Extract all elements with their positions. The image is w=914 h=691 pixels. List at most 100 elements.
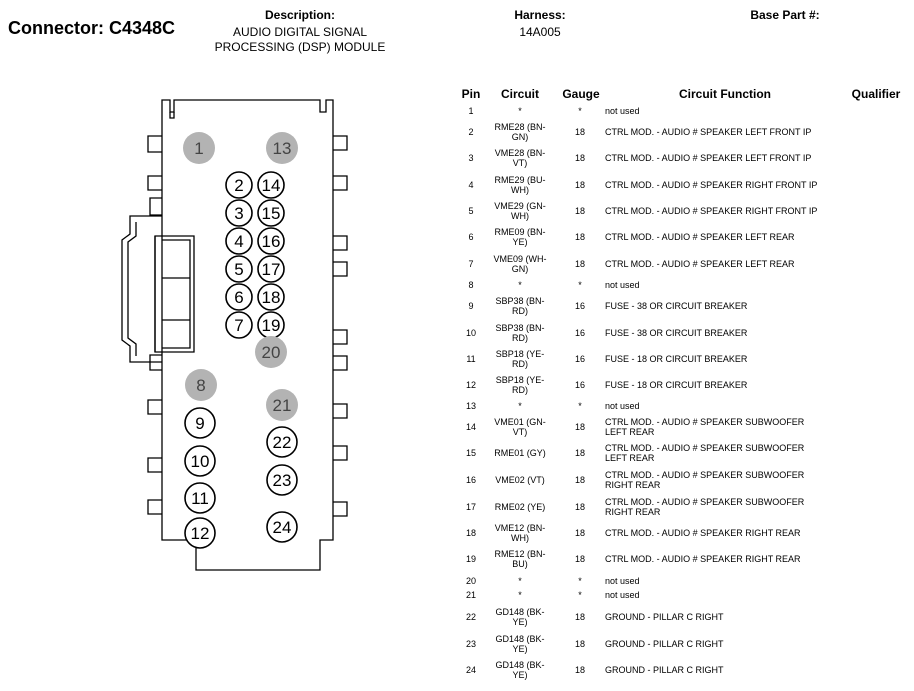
function-line: CTRL MOD. - AUDIO # SPEAKER RIGHT FRONT … — [605, 180, 818, 190]
cell-circuit: SBP18 (YE-RD) — [488, 349, 552, 369]
cell-pin: 1 — [468, 106, 474, 116]
function-line: CTRL MOD. - AUDIO # SPEAKER LEFT FRONT I… — [605, 153, 812, 163]
pin-cavity-16: 16 — [257, 227, 285, 255]
pin-label: 4 — [234, 232, 243, 251]
cell-pin: 17 — [465, 502, 476, 512]
circuit-line: RD) — [512, 359, 528, 369]
circuit-line: GD148 (BK- — [495, 634, 545, 644]
cell-circuit: RME29 (BU-WH) — [488, 175, 552, 195]
function-line: CTRL MOD. - AUDIO # SPEAKER LEFT REAR — [605, 259, 795, 269]
function-line: FUSE - 38 OR CIRCUIT BREAKER — [605, 328, 748, 338]
circuit-line: RME12 (BN- — [494, 549, 546, 559]
circuit-line: RD) — [512, 306, 528, 316]
pin-cavity-20: 20 — [255, 336, 287, 368]
cell-pin: 23 — [465, 639, 476, 649]
cell-circuit: VME12 (BN-WH) — [488, 523, 552, 543]
cell-pin: 18 — [465, 528, 476, 538]
cell-gauge: 18 — [574, 502, 585, 512]
cell-gauge: * — [578, 590, 582, 600]
circuit-line: * — [518, 106, 522, 116]
harness-label: Harness: — [514, 8, 566, 22]
col-header-circuit-function: Circuit Function — [679, 87, 771, 101]
function-line: not used — [605, 590, 640, 600]
col-header-gauge: Gauge — [562, 87, 600, 101]
harness-value: 14A005 — [519, 25, 561, 39]
cell-gauge: 18 — [574, 153, 585, 163]
cell-circuit-function: CTRL MOD. - AUDIO # SPEAKER RIGHT REAR — [605, 554, 855, 564]
pin-label: 7 — [234, 316, 243, 335]
function-line: FUSE - 18 OR CIRCUIT BREAKER — [605, 380, 748, 390]
pin-cavity-7: 7 — [225, 311, 253, 339]
cell-circuit-function: FUSE - 38 OR CIRCUIT BREAKER — [605, 328, 855, 338]
pin-cavity-9: 9 — [184, 407, 216, 439]
pin-cavity-10: 10 — [184, 445, 216, 477]
pin-cavity-8: 8 — [185, 369, 217, 401]
cell-pin: 3 — [468, 153, 474, 163]
cell-circuit-function: CTRL MOD. - AUDIO # SPEAKER RIGHT FRONT … — [605, 180, 855, 190]
cell-circuit-function: FUSE - 18 OR CIRCUIT BREAKER — [605, 380, 855, 390]
cell-circuit: * — [488, 280, 552, 290]
cell-gauge: 16 — [574, 328, 585, 338]
cell-gauge: * — [578, 401, 582, 411]
cell-circuit: GD148 (BK-YE) — [488, 660, 552, 680]
pin-cavity-14: 14 — [257, 171, 285, 199]
cell-circuit: * — [488, 106, 552, 116]
cell-circuit: SBP38 (BN-RD) — [488, 323, 552, 343]
pin-label: 22 — [273, 433, 292, 452]
cell-circuit-function: CTRL MOD. - AUDIO # SPEAKER LEFT FRONT I… — [605, 127, 855, 137]
cell-circuit: * — [488, 401, 552, 411]
cell-circuit: VME28 (BN-VT) — [488, 148, 552, 168]
cell-circuit: VME09 (WH-GN) — [488, 254, 552, 274]
cell-gauge: * — [578, 280, 582, 290]
pin-label: 5 — [234, 260, 243, 279]
pin-label: 9 — [195, 414, 204, 433]
circuit-line: WH) — [511, 533, 529, 543]
cell-circuit: RME12 (BN-BU) — [488, 549, 552, 569]
cell-pin: 6 — [468, 232, 474, 242]
circuit-line: VME29 (GN- — [494, 201, 546, 211]
pin-cavity-11: 11 — [184, 482, 216, 514]
base-part-label: Base Part #: — [750, 8, 820, 22]
function-line: not used — [605, 576, 640, 586]
function-line: not used — [605, 401, 640, 411]
circuit-line: YE) — [512, 670, 528, 680]
circuit-line: * — [518, 401, 522, 411]
cell-pin: 20 — [465, 576, 476, 586]
pin-label: 23 — [273, 471, 292, 490]
cell-pin: 13 — [465, 401, 476, 411]
cell-gauge: 18 — [574, 475, 585, 485]
cell-circuit: VME01 (GN-VT) — [488, 417, 552, 437]
pin-cavity-19: 19 — [257, 311, 285, 339]
circuit-line: SBP18 (YE- — [495, 349, 545, 359]
cell-circuit-function: GROUND - PILLAR C RIGHT — [605, 665, 855, 675]
pin-cavity-4: 4 — [225, 227, 253, 255]
circuit-line: VME28 (BN- — [494, 148, 546, 158]
cell-circuit-function: FUSE - 38 OR CIRCUIT BREAKER — [605, 301, 855, 311]
cell-circuit-function: not used — [605, 106, 855, 116]
function-line: FUSE - 38 OR CIRCUIT BREAKER — [605, 301, 748, 311]
pin-label: 21 — [273, 396, 292, 415]
circuit-line: * — [518, 576, 522, 586]
cell-gauge: 18 — [574, 422, 585, 432]
cell-circuit-function: FUSE - 18 OR CIRCUIT BREAKER — [605, 354, 855, 364]
cell-circuit: GD148 (BK-YE) — [488, 607, 552, 627]
cell-circuit-function: not used — [605, 401, 855, 411]
pin-label: 17 — [262, 260, 281, 279]
pin-label: 24 — [273, 518, 292, 537]
circuit-line: SBP38 (BN- — [495, 323, 545, 333]
pin-cavity-17: 17 — [257, 255, 285, 283]
pin-cavity-6: 6 — [225, 283, 253, 311]
cell-gauge: 18 — [574, 665, 585, 675]
cell-gauge: * — [578, 576, 582, 586]
circuit-line: RME02 (YE) — [494, 502, 546, 512]
cell-circuit: GD148 (BK-YE) — [488, 634, 552, 654]
cell-gauge: 18 — [574, 127, 585, 137]
cell-circuit: SBP18 (YE-RD) — [488, 375, 552, 395]
cell-pin: 15 — [465, 448, 476, 458]
function-line: CTRL MOD. - AUDIO # SPEAKER RIGHT REAR — [605, 528, 801, 538]
circuit-line: YE) — [512, 617, 528, 627]
function-line: CTRL MOD. - AUDIO # SPEAKER LEFT REAR — [605, 232, 795, 242]
